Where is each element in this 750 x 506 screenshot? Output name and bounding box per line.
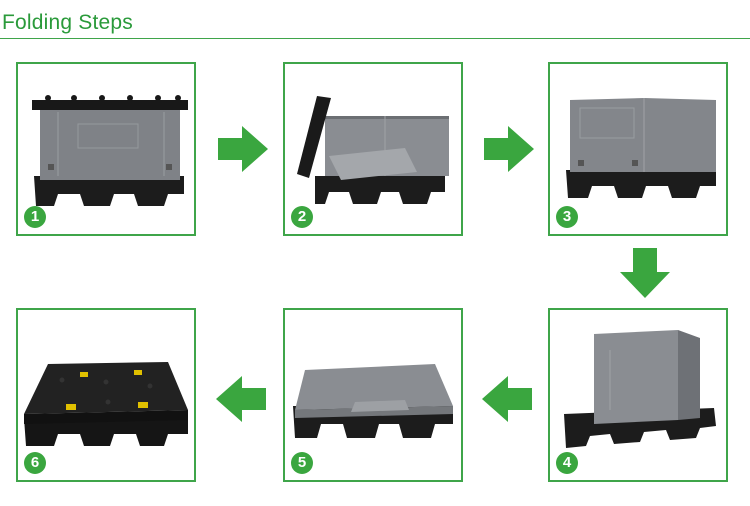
step-5-image xyxy=(285,310,461,480)
step-2-image xyxy=(285,64,461,234)
page-header: Folding Steps xyxy=(0,0,750,40)
step-4-card: 4 xyxy=(548,308,728,482)
header-divider xyxy=(0,38,750,39)
step-2-badge: 2 xyxy=(291,206,313,228)
step-1-badge: 1 xyxy=(24,206,46,228)
step-5-card: 5 xyxy=(283,308,463,482)
arrow-right-icon xyxy=(218,126,268,172)
page-title: Folding Steps xyxy=(2,11,133,35)
step-3-card: 3 xyxy=(548,62,728,236)
step-2-card: 2 xyxy=(283,62,463,236)
step-3-image xyxy=(550,64,726,234)
step-5-badge: 5 xyxy=(291,452,313,474)
arrow-right-icon xyxy=(484,126,534,172)
step-3-badge: 3 xyxy=(556,206,578,228)
step-6-badge: 6 xyxy=(24,452,46,474)
step-4-image xyxy=(550,310,726,480)
arrow-left-icon xyxy=(482,376,532,422)
step-6-card: 6 xyxy=(16,308,196,482)
step-1-card: 1 xyxy=(16,62,196,236)
arrow-down-icon xyxy=(620,248,670,298)
step-4-badge: 4 xyxy=(556,452,578,474)
step-1-image xyxy=(18,64,194,234)
step-6-image xyxy=(18,310,194,480)
arrow-left-icon xyxy=(216,376,266,422)
